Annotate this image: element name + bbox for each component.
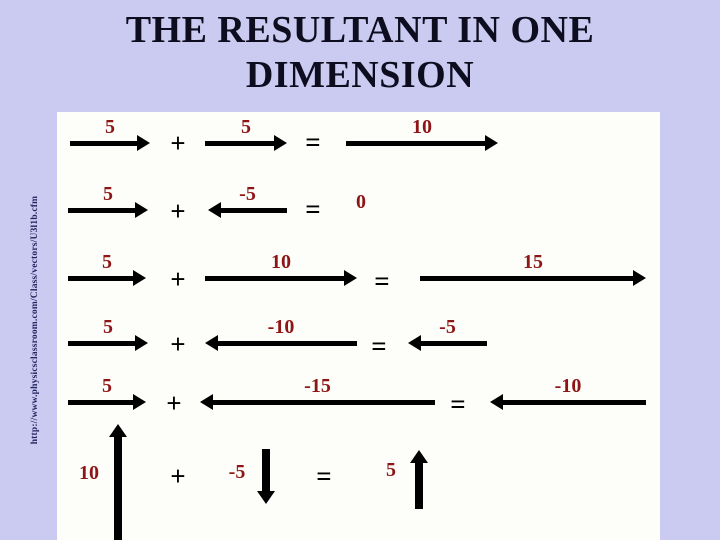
operator-equals: = [450, 389, 466, 419]
vector-arrow-down [257, 449, 275, 504]
vector-arrow-right [68, 270, 146, 286]
arrow-head-right-icon [133, 394, 146, 410]
vector-label: 10 [79, 462, 99, 484]
arrow-head-left-icon [408, 335, 421, 351]
vector-label: -15 [304, 375, 331, 397]
arrow-head-left-icon [200, 394, 213, 410]
vector-arrow-left [208, 202, 287, 218]
operator-plus: + [166, 388, 182, 418]
arrow-head-right-icon [633, 270, 646, 286]
arrow-shaft [211, 400, 435, 405]
operator-plus: + [170, 329, 186, 359]
vector-arrow-left [205, 335, 357, 351]
arrow-shaft [346, 141, 487, 146]
vector-arrow-right [346, 135, 498, 151]
arrow-head-right-icon [344, 270, 357, 286]
arrow-shaft [420, 276, 635, 281]
vector-label: 5 [241, 116, 251, 138]
vector-label: 5 [102, 375, 112, 397]
operator-plus: + [170, 128, 186, 158]
vector-arrow-right [420, 270, 646, 286]
arrow-head-right-icon [274, 135, 287, 151]
operator-plus: + [170, 461, 186, 491]
content-panel [57, 112, 660, 540]
arrow-shaft [219, 208, 287, 213]
operator-equals: = [305, 194, 321, 224]
arrow-shaft [68, 400, 135, 405]
vector-label: 5 [102, 251, 112, 273]
vector-arrow-left [408, 335, 487, 351]
vector-arrow-right [70, 135, 150, 151]
arrow-shaft [114, 435, 122, 540]
arrow-head-right-icon [485, 135, 498, 151]
arrow-shaft [419, 341, 487, 346]
vector-arrow-right [205, 270, 357, 286]
vector-arrow-right [68, 394, 146, 410]
vector-arrow-up [109, 424, 127, 540]
vector-arrow-right [68, 202, 148, 218]
arrow-shaft [501, 400, 646, 405]
arrow-shaft [205, 276, 346, 281]
arrow-head-right-icon [137, 135, 150, 151]
vector-arrow-left [490, 394, 646, 410]
arrow-head-up-icon [109, 424, 127, 437]
vector-label: 10 [412, 116, 432, 138]
vector-arrow-right [205, 135, 287, 151]
vector-label: 5 [105, 116, 115, 138]
slide-title: THE RESULTANT IN ONE DIMENSION [0, 8, 720, 98]
slide-title-line2: DIMENSION [245, 54, 475, 96]
operator-plus: + [170, 264, 186, 294]
vector-label: 5 [103, 316, 113, 338]
arrow-shaft [216, 341, 357, 346]
vector-arrow-right [68, 335, 148, 351]
vector-label: 10 [271, 251, 291, 273]
arrow-head-left-icon [205, 335, 218, 351]
operator-equals: = [374, 266, 390, 296]
vector-label: -5 [228, 461, 246, 483]
arrow-shaft [70, 141, 139, 146]
arrow-shaft [68, 341, 137, 346]
vector-label: 5 [103, 183, 113, 205]
slide-title-line1: THE RESULTANT IN ONE [125, 9, 595, 51]
vector-label: -10 [267, 316, 295, 338]
arrow-head-left-icon [490, 394, 503, 410]
arrow-shaft [205, 141, 276, 146]
vector-label: -5 [439, 316, 456, 338]
vector-label: 5 [386, 459, 396, 481]
arrow-shaft [415, 461, 423, 509]
vector-arrow-left [200, 394, 435, 410]
result-value: 0 [356, 191, 366, 213]
vector-label: -5 [239, 183, 256, 205]
arrow-shaft [262, 449, 270, 493]
arrow-shaft [68, 208, 137, 213]
arrow-head-up-icon [410, 450, 428, 463]
arrow-head-right-icon [135, 335, 148, 351]
operator-equals: = [371, 331, 387, 361]
arrow-head-right-icon [133, 270, 146, 286]
arrow-head-down-icon [257, 491, 275, 504]
operator-equals: = [316, 461, 332, 491]
vector-arrow-up [410, 450, 428, 509]
vector-label: 15 [523, 251, 543, 273]
vector-label: -10 [554, 375, 582, 397]
arrow-head-left-icon [208, 202, 221, 218]
arrow-head-right-icon [135, 202, 148, 218]
arrow-shaft [68, 276, 135, 281]
operator-equals: = [305, 127, 321, 157]
operator-plus: + [170, 196, 186, 226]
